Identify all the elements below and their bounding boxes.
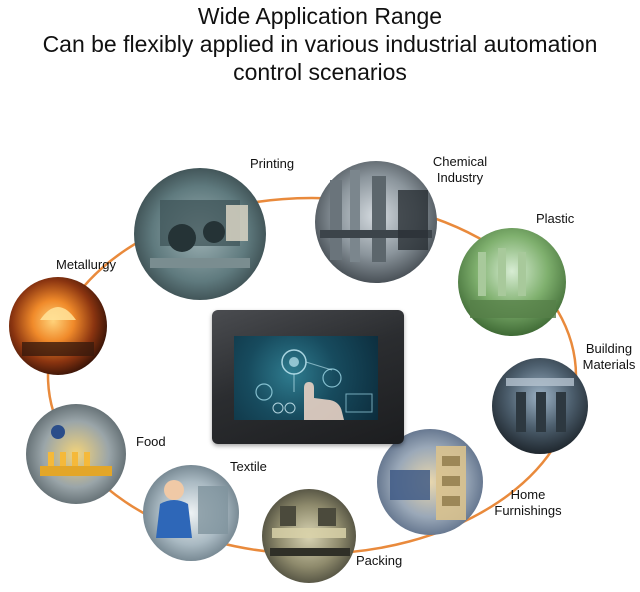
hmi-screen: [234, 336, 378, 420]
chemical-plant-icon: [315, 161, 437, 283]
label-textile: Textile: [230, 459, 267, 474]
hmi-touch-panel: [212, 310, 404, 444]
label-packing: Packing: [356, 553, 403, 568]
label-printing: Printing: [250, 156, 295, 171]
label-metallurgy: Metallurgy: [56, 257, 116, 272]
label-food: Food: [136, 434, 166, 449]
touch-hand-icon: [255, 349, 373, 420]
headline-subtitle-line2: control scenarios: [233, 59, 407, 85]
textile-worker-icon: [143, 465, 239, 561]
packing-line-icon: [262, 489, 356, 583]
printing-machine-icon: [134, 168, 266, 300]
metallurgy-furnace-icon: [9, 277, 107, 375]
food-bottling-icon: [26, 404, 126, 504]
home-furnishings-icon: [377, 429, 483, 535]
headline-subtitle-line1: Can be flexibly applied in various indus…: [42, 31, 598, 57]
headline-title: Wide Application Range: [197, 3, 443, 29]
label-plastic: Plastic: [536, 211, 575, 226]
plastic-factory-icon: [458, 228, 566, 336]
building-materials-icon: [492, 358, 588, 454]
label-home-furnishings: Home Furnishings: [494, 487, 562, 518]
label-building-materials: Building Materials: [582, 341, 636, 372]
label-chemical-industry: Chemical Industry: [432, 154, 488, 185]
